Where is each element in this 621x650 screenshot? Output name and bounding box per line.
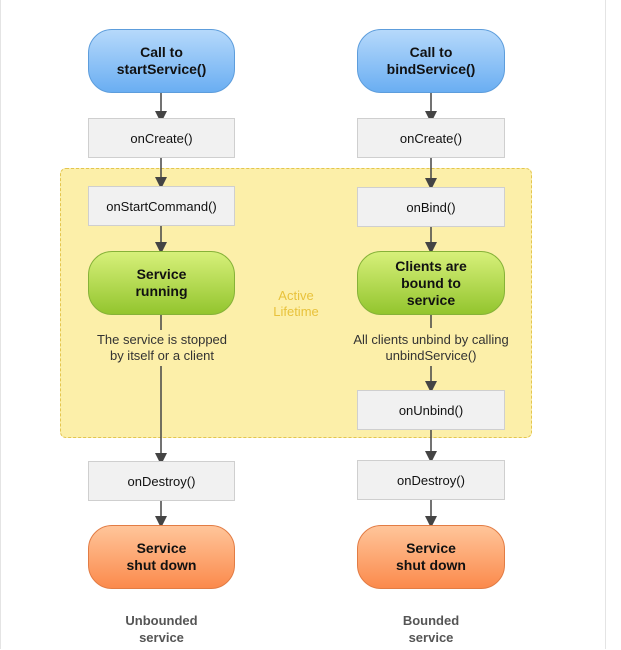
left-on-destroy-node: onDestroy() bbox=[88, 461, 235, 501]
right-on-destroy-node: onDestroy() bbox=[357, 460, 505, 500]
right-on-create-node: onCreate() bbox=[357, 118, 505, 158]
on-start-command-node: onStartCommand() bbox=[88, 186, 235, 226]
on-bind-node: onBind() bbox=[357, 187, 505, 227]
call-start-service-node: Call to startService() bbox=[88, 29, 235, 93]
on-unbind-node: onUnbind() bbox=[357, 390, 505, 430]
clients-bound-node: Clients are bound to service bbox=[357, 251, 505, 315]
page-frame bbox=[0, 0, 606, 649]
service-running-node: Service running bbox=[88, 251, 235, 315]
right-service-shut-down-node: Service shut down bbox=[357, 525, 505, 589]
call-bind-service-node: Call to bindService() bbox=[357, 29, 505, 93]
unbounded-service-caption: Unbounded service bbox=[125, 613, 198, 645]
left-service-shut-down-node: Service shut down bbox=[88, 525, 235, 589]
service-stopped-note: The service is stopped by itself or a cl… bbox=[96, 332, 228, 363]
left-on-create-node: onCreate() bbox=[88, 118, 235, 158]
bounded-service-caption: Bounded service bbox=[402, 613, 460, 645]
active-lifetime-label: Active Lifetime bbox=[273, 288, 319, 319]
unbind-service-note: All clients unbind by calling unbindServ… bbox=[353, 332, 509, 363]
